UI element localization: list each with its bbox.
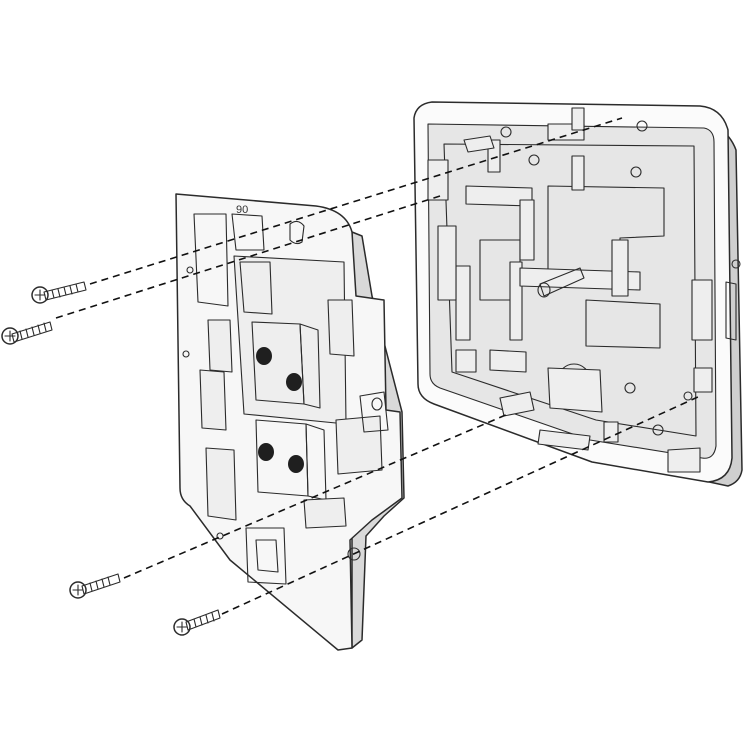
alignment-line-4 (221, 395, 701, 615)
plate-model-label: 90 (236, 204, 248, 216)
alignment-line-3 (123, 413, 509, 579)
mounting-plate: 90 (175, 193, 405, 651)
alignment-lines (55, 117, 701, 615)
enclosure-back-box (413, 101, 743, 487)
alignment-line-1 (89, 117, 623, 285)
screw-4 (173, 609, 221, 636)
screw-3 (69, 573, 121, 599)
screw-1 (31, 281, 87, 304)
screw-2 (1, 321, 53, 345)
